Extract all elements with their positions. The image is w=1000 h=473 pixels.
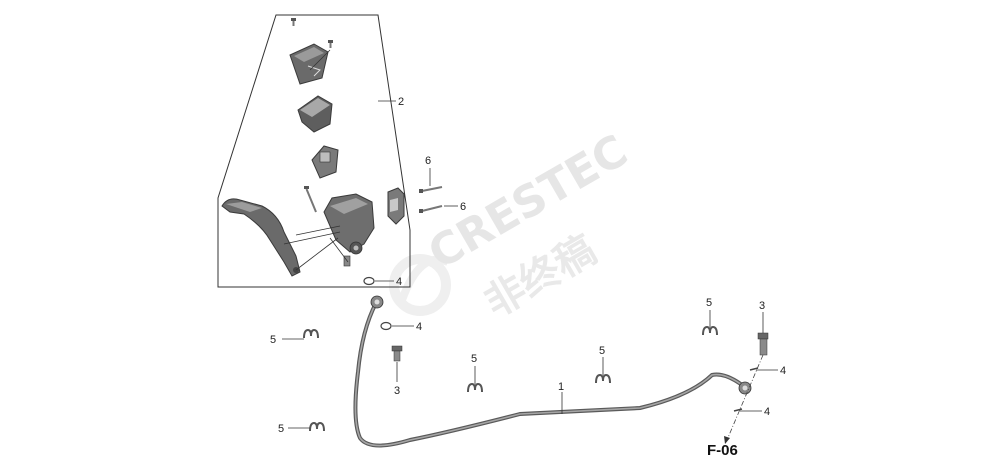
callout-4-right-lower: 4 (764, 406, 770, 418)
callout-4-middle: 4 (416, 321, 422, 333)
hose-clip (702, 325, 718, 336)
callout-5-right: 5 (706, 297, 712, 309)
banjo-bolt (391, 345, 403, 362)
hose-clip (303, 328, 319, 339)
brake-hose (353, 295, 752, 448)
callout-4-upper: 4 (396, 276, 402, 288)
arrow-head (724, 436, 730, 444)
handlebar-clamp (387, 187, 405, 225)
cap-screw (291, 18, 296, 26)
callout-3-upper: 3 (759, 300, 765, 312)
screw (419, 205, 443, 213)
callout-leaders (282, 100, 778, 429)
banjo-bolt (757, 332, 769, 356)
callout-5-center-left: 5 (471, 353, 477, 365)
callout-6-right: 6 (460, 201, 466, 213)
figure-reference[interactable]: F-06 (707, 442, 738, 459)
callout-1: 1 (558, 381, 564, 393)
sealing-washer (363, 276, 375, 286)
callout-6-top: 6 (425, 155, 431, 167)
assembly-leaders (283, 49, 349, 271)
callout-5-left-upper: 5 (270, 334, 276, 346)
hose-clip (309, 421, 325, 432)
hose-clip (467, 382, 483, 393)
master-cylinder-assembly-outline (217, 14, 411, 288)
sealing-washer (733, 408, 743, 412)
reservoir-cap (289, 43, 329, 85)
sealing-washer (749, 367, 759, 371)
diaphragm (297, 95, 333, 133)
watermark-logo (389, 254, 451, 316)
callout-5-left-lower: 5 (278, 423, 284, 435)
cap-screw (328, 40, 333, 48)
callout-5-center-right: 5 (599, 345, 605, 357)
callout-2: 2 (398, 96, 404, 108)
brake-lever (221, 198, 301, 277)
hose-clip (595, 373, 611, 384)
screw (419, 186, 443, 193)
reservoir-body (311, 145, 339, 179)
callout-4-right-upper: 4 (780, 365, 786, 377)
pivot-bolt (304, 186, 317, 213)
master-cylinder-body (323, 193, 375, 267)
sealing-washer (380, 321, 392, 331)
callout-3-lower: 3 (394, 385, 400, 397)
